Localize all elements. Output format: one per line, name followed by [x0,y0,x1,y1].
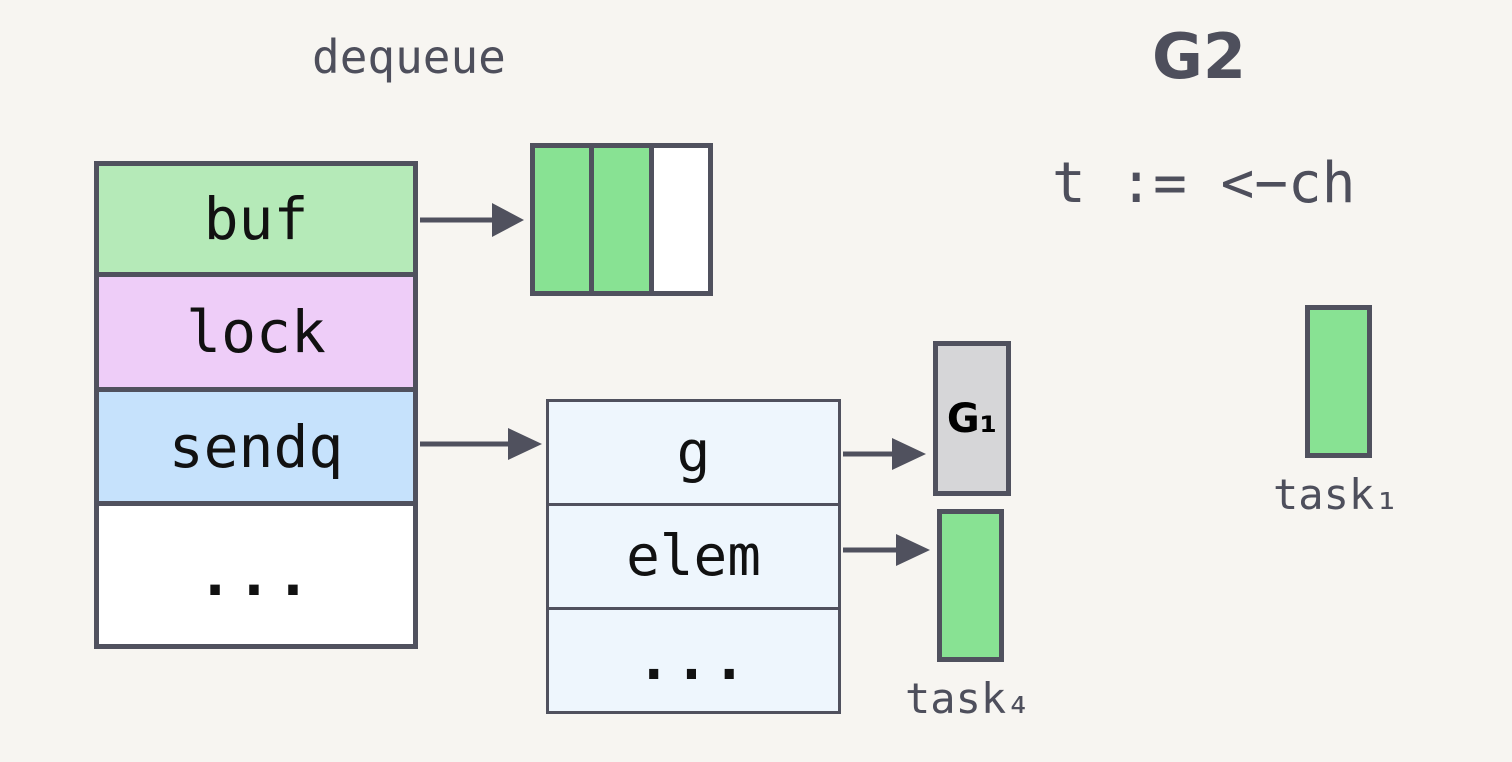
sudog-field-elem-label: elem [626,524,761,589]
hchan-struct: buf lock sendq ... [94,161,418,649]
goroutine-g1: G₁ [933,341,1011,496]
sudog-field-g-label: g [676,420,711,485]
receive-statement: t := <−ch [1052,151,1356,216]
task4-label: task₄ [905,674,1032,723]
channel-buffer [530,143,713,296]
hchan-field-sendq-label: sendq [168,412,344,481]
sudog-field-elem: elem [549,506,838,610]
hchan-field-sendq: sendq [99,392,413,506]
diagram-title: dequeue [312,30,506,84]
task4-box [937,509,1004,662]
buffer-slot [594,148,654,291]
sudog-field-g: g [549,402,838,506]
hchan-field-lock: lock [99,277,413,392]
hchan-field-buf: buf [99,166,413,277]
hchan-field-buf-label: buf [203,185,309,253]
goroutine-label: G2 [1152,20,1247,93]
buffer-slot [535,148,595,291]
task1-box [1305,305,1372,458]
hchan-field-more: ... [99,506,413,644]
buf-to-buffer-arrow [420,203,524,237]
sudog-field-more: ... [549,610,838,711]
buffer-slot [653,148,708,291]
goroutine-g1-label: G₁ [946,395,998,442]
sendq-to-sudog-arrow [420,428,542,460]
hchan-field-lock-label: lock [186,298,326,366]
elem-to-task4-arrow [843,534,930,566]
hchan-field-more-label: ... [197,541,315,609]
g-to-g1-arrow [843,438,926,470]
task1-label: task₁ [1273,470,1400,519]
sudog-struct: g elem ... [546,399,841,714]
sudog-field-more-label: ... [636,628,751,693]
